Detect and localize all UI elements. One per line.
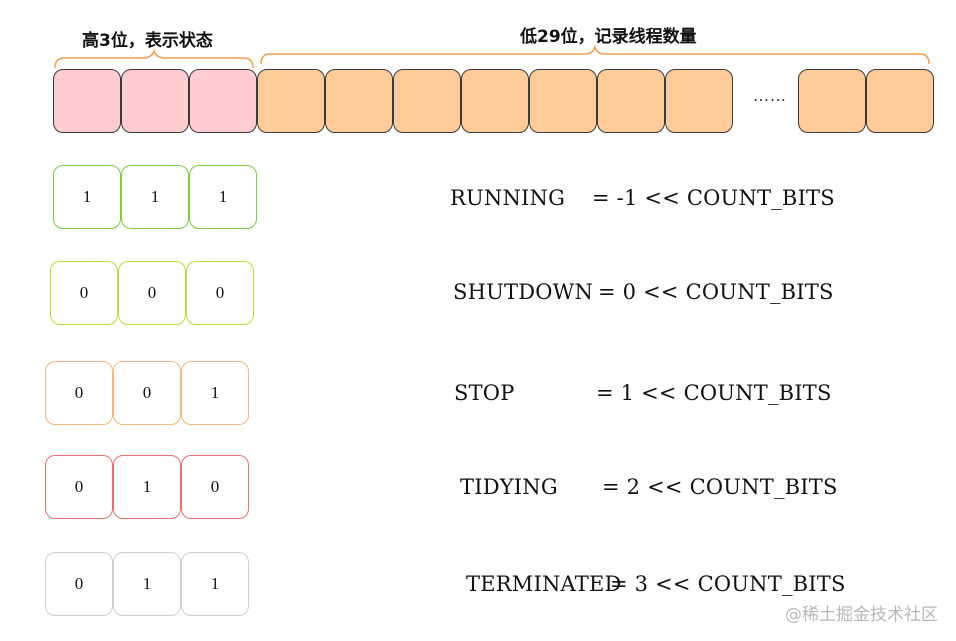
low-bit-cell — [461, 69, 529, 133]
state-bit: 0 — [45, 361, 113, 425]
low-bit-cell — [257, 69, 325, 133]
watermark: @稀土掘金技术社区 — [785, 605, 938, 625]
low-bit-cell — [529, 69, 597, 133]
state-bit: 0 — [113, 361, 181, 425]
state-bit: 0 — [45, 552, 113, 616]
state-bit: 0 — [118, 261, 186, 325]
state-bit: 0 — [50, 261, 118, 325]
low-bit-cell — [393, 69, 461, 133]
low-bits-brace — [260, 44, 930, 65]
state-name: TIDYING — [460, 475, 558, 499]
state-name: RUNNING — [450, 186, 566, 210]
state-bit: 0 — [45, 455, 113, 519]
state-expression: = 0 << COUNT_BITS — [598, 280, 834, 304]
state-bit: 1 — [181, 361, 249, 425]
high-bit-cell — [53, 69, 121, 133]
state-bit: 1 — [113, 455, 181, 519]
low-bit-cell — [665, 69, 733, 133]
high-bits-brace — [54, 48, 254, 69]
low-bit-cell — [866, 69, 934, 133]
low-bit-cell — [597, 69, 665, 133]
high-bit-cell — [121, 69, 189, 133]
state-bit: 1 — [181, 552, 249, 616]
low-bits-label: 低29位，记录线程数量 — [520, 27, 697, 47]
low-bit-cell — [798, 69, 866, 133]
ellipsis: …… — [753, 88, 787, 105]
low-bit-cell — [325, 69, 393, 133]
state-name: TERMINATED — [466, 572, 622, 596]
state-bit: 0 — [186, 261, 254, 325]
state-expression: = 1 << COUNT_BITS — [596, 381, 832, 405]
state-name: SHUTDOWN — [453, 280, 594, 304]
state-name: STOP — [454, 381, 515, 405]
state-bit: 0 — [181, 455, 249, 519]
state-bit: 1 — [189, 165, 257, 229]
high-bits-label: 高3位，表示状态 — [82, 31, 213, 51]
state-bit: 1 — [53, 165, 121, 229]
state-expression: = 3 << COUNT_BITS — [610, 572, 846, 596]
state-expression: = 2 << COUNT_BITS — [602, 475, 838, 499]
state-expression: = -1 << COUNT_BITS — [592, 186, 835, 210]
high-bit-cell — [189, 69, 257, 133]
state-bit: 1 — [113, 552, 181, 616]
state-bit: 1 — [121, 165, 189, 229]
